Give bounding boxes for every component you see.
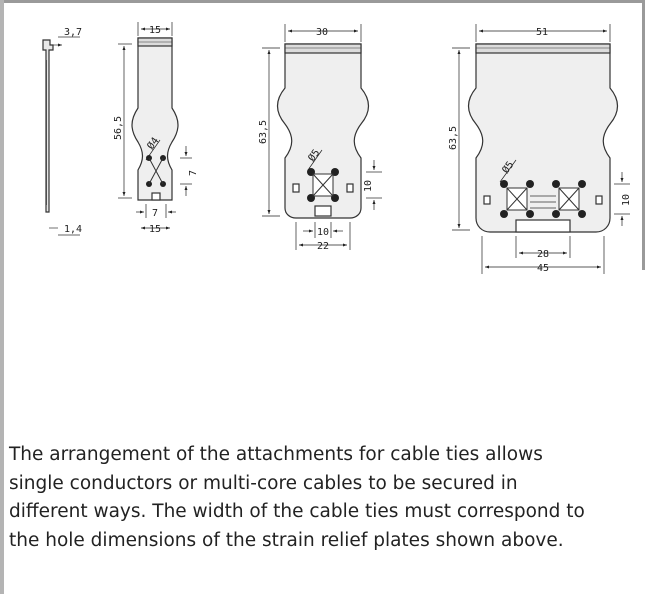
- plate-3-outline: [467, 43, 619, 233]
- caption-line: single conductors or multi-core cables t…: [9, 472, 518, 494]
- plate-1-hole-label: Ø4: [145, 135, 162, 152]
- plate-3-bottom-width: 45: [537, 263, 549, 274]
- plate-3-height-label: 63,5: [448, 126, 459, 150]
- plate-3-hole-pitch-v: 10: [621, 194, 632, 206]
- frame-top-border: [0, 0, 645, 3]
- plate-2-bottom-width: 22: [317, 241, 329, 252]
- plate-1-hole-pitch-v: 7: [188, 170, 199, 176]
- plate-1-dimensions: [118, 22, 192, 230]
- plate-2-dimensions: [262, 24, 382, 250]
- side-bottom-dim: 1,4: [64, 224, 82, 235]
- frame-right-border: [642, 0, 645, 270]
- plate-3-width-label: 51: [536, 27, 548, 38]
- strain-relief-plates-drawing: 3,7 1,4 15: [42, 22, 632, 274]
- plate-2-slot-label: 10: [317, 227, 329, 238]
- plate-2-height-label: 63,5: [258, 120, 269, 144]
- caption-line: the hole dimensions of the strain relief…: [9, 529, 564, 551]
- plate-1-bottom-width: 15: [149, 224, 161, 235]
- side-top-dim: 3,7: [64, 27, 82, 38]
- caption-text: The arrangement of the attachments for c…: [9, 441, 639, 555]
- plate-2-width-label: 30: [316, 27, 328, 38]
- caption-line: different ways. The width of the cable t…: [9, 501, 585, 522]
- plate-2-hole-label: Ø5: [306, 147, 323, 164]
- plate-1-hole-pitch-h: 7: [152, 208, 158, 219]
- plate-3-hole-label: Ø5: [500, 159, 517, 176]
- plate-1-width-label: 15: [149, 25, 161, 36]
- plate-3-dimensions: [452, 24, 630, 274]
- frame-left-border: [0, 0, 4, 594]
- plate-1-height-label: 56,5: [113, 116, 124, 140]
- caption-line: The arrangement of the attachments for c…: [9, 444, 543, 465]
- plate-2-hole-pitch-v: 10: [363, 180, 374, 192]
- plate-1-outline: [131, 37, 179, 201]
- plate-3-slot-label: 28: [537, 249, 549, 260]
- plate-2-outline: [276, 43, 370, 219]
- side-view-profile: [42, 36, 80, 236]
